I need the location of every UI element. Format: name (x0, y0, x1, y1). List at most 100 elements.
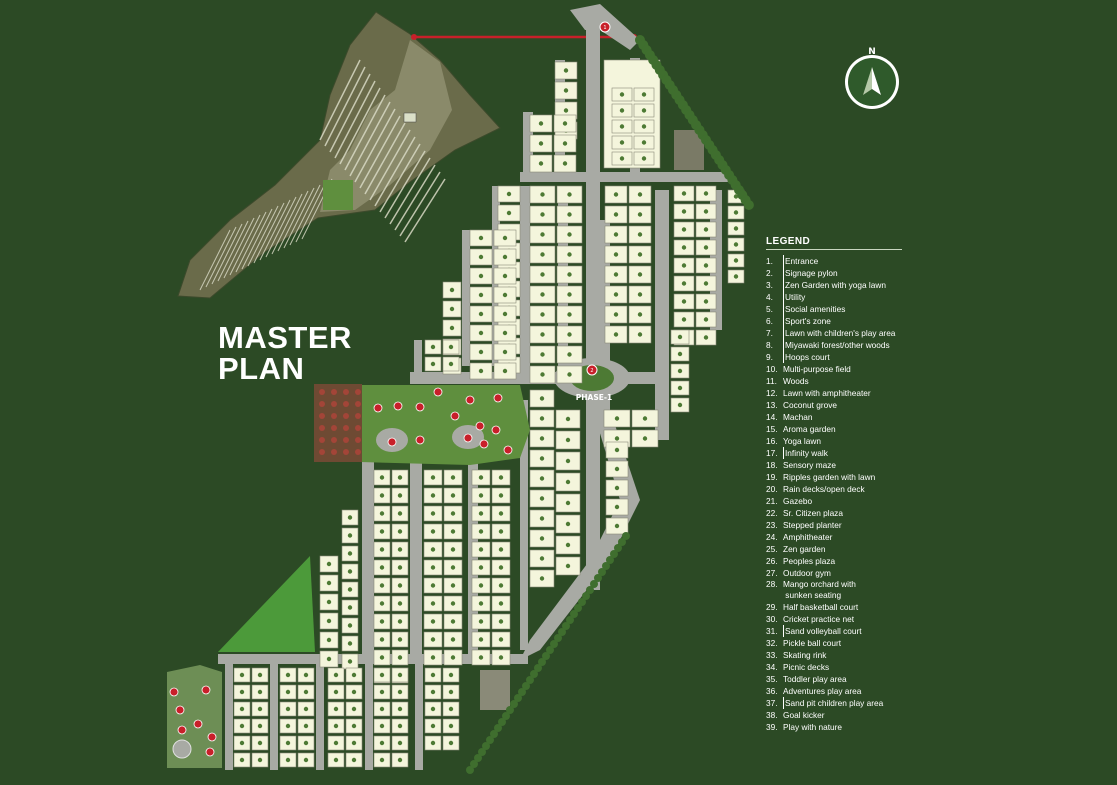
plot-marker (379, 672, 385, 678)
amenity-marker (415, 435, 425, 445)
plot-marker (642, 436, 648, 441)
plot-marker (257, 757, 263, 763)
plot-marker (502, 368, 508, 374)
amenity-marker (175, 705, 185, 715)
plot-marker (502, 254, 508, 260)
plot-marker (450, 583, 456, 588)
legend-item-number: 27. (766, 568, 778, 578)
legend-item: 15.Aroma garden (766, 423, 902, 435)
plot-marker (430, 547, 436, 552)
plot-marker (285, 706, 291, 712)
legend-item: 19.Ripples garden with lawn (766, 471, 902, 483)
plot-marker (478, 583, 484, 588)
plot-marker (619, 156, 625, 161)
plot-marker (347, 515, 353, 520)
plot-marker (637, 192, 643, 197)
plot-marker (333, 723, 339, 729)
plot-marker (614, 436, 620, 441)
plot-marker (379, 706, 385, 712)
orchard-parcel (177, 11, 501, 299)
legend-item: 39.Play with nature (766, 721, 902, 733)
plot-marker (347, 623, 353, 628)
legend-item-label: Entrance (783, 255, 819, 267)
plot-marker (498, 655, 504, 660)
plot-marker (397, 706, 403, 712)
legend-item: 9.Hoops court (766, 351, 902, 363)
legend-item-number: 39. (766, 722, 778, 732)
legend-item-number: 15. (766, 424, 778, 434)
legend-item-number: 3. (766, 280, 773, 290)
plot-marker (397, 493, 403, 498)
legend-item-label: Zen garden (783, 544, 826, 554)
legend-item-number: 23. (766, 520, 778, 530)
plot-marker (478, 529, 484, 534)
plot-marker (239, 740, 245, 746)
legend-item: 37.Sand pit children play area (766, 697, 902, 709)
legend-item: 25. Zen garden (766, 543, 902, 555)
plot-marker (379, 723, 385, 729)
plot-marker (539, 576, 545, 581)
legend-item-number: 14. (766, 412, 778, 422)
legend-item: 6.Sport's zone (766, 315, 902, 327)
plot-marker (498, 601, 504, 606)
plot-marker (681, 317, 687, 322)
plot-marker (540, 352, 545, 357)
plot-marker (565, 542, 571, 548)
legend-item: 1.Entrance (766, 255, 902, 267)
compass-label: N (868, 47, 876, 57)
plot-marker (539, 516, 545, 521)
legend-item-number: 5. (766, 304, 773, 314)
plot-marker (614, 485, 620, 491)
legend-item-number: 7. (766, 328, 773, 338)
legend-item-number: 25. (766, 544, 778, 554)
plot-marker (703, 245, 709, 250)
plot-marker (379, 529, 385, 534)
plot-marker (478, 254, 484, 260)
legend-item-number: 34. (766, 662, 778, 672)
plot-marker (397, 475, 403, 480)
plot-marker (397, 565, 403, 570)
legend-item: 29.Half basketball court (766, 601, 902, 613)
plot-marker (478, 349, 484, 355)
plot-marker (347, 587, 353, 592)
plot-marker (540, 292, 545, 297)
legend-item-number: 31. (766, 626, 778, 636)
plot-marker (637, 232, 643, 237)
entrance-marker: 1 (599, 21, 611, 33)
amenity-marker (169, 687, 179, 697)
plot-marker (448, 740, 454, 746)
multi-purpose-field (218, 556, 315, 652)
plot-marker (540, 272, 545, 277)
legend-item-number: 6. (766, 316, 773, 326)
legend-item-number: 33. (766, 650, 778, 660)
legend-item-label: Hoops court (783, 351, 830, 363)
plot-marker (567, 232, 572, 237)
plot-marker (703, 317, 709, 322)
plot-marker (538, 121, 544, 126)
legend-item-label: Signage pylon (783, 267, 838, 279)
amenity-marker (433, 387, 443, 397)
plot-marker (450, 601, 456, 606)
plot-marker (430, 529, 436, 534)
plot-marker (448, 361, 454, 367)
plot-marker (540, 232, 545, 237)
legend-item-label: Sand volleyball court (783, 625, 862, 637)
legend-item: 11.Woods (766, 375, 902, 387)
legend-item-label: Lawn with amphitheater (783, 388, 871, 398)
legend-item-label: Pickle ball court (783, 638, 842, 648)
legend-item-number: 17. (766, 448, 778, 458)
plot-marker (614, 416, 620, 421)
plot-marker (379, 757, 385, 763)
amenity-marker (415, 402, 425, 412)
title-line-2: PLAN (218, 351, 305, 386)
plot-marker (614, 466, 620, 472)
legend-item-number: 11. (766, 376, 777, 386)
plot-marker (450, 511, 456, 516)
plot-marker (285, 723, 291, 729)
plot-marker (478, 330, 484, 336)
plot-marker (430, 511, 436, 516)
plot-marker (478, 601, 484, 606)
plot-marker (540, 332, 545, 337)
plot-marker (703, 281, 709, 286)
plot-marker (539, 416, 545, 421)
